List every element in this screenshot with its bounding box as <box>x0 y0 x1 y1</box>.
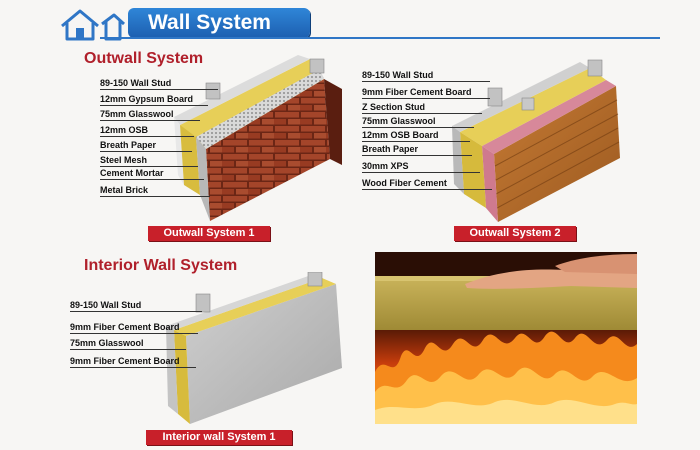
house-icon <box>61 9 126 41</box>
interior-label-wall-stud: 89-150 Wall Stud <box>70 300 202 312</box>
outwall2-label-fiber-cement-board: 9mm Fiber Cement Board <box>362 87 490 99</box>
outwall1-label-glasswool: 75mm Glasswool <box>100 109 200 121</box>
outwall1-label-steel-mesh: Steel Mesh <box>100 155 198 167</box>
interior-wall-illustration <box>166 272 342 424</box>
interior-label-fiber-cement-board-1: 9mm Fiber Cement Board <box>70 322 198 334</box>
outwall1-label-wall-stud: 89-150 Wall Stud <box>100 78 218 90</box>
outwall2-label-xps: 30mm XPS <box>362 161 480 173</box>
outwall1-label-osb: 12mm OSB <box>100 125 194 137</box>
outwall1-label-cement-mortar: Cement Mortar <box>100 168 204 180</box>
outwall2-label-wood-fiber-cement: Wood Fiber Cement <box>362 178 492 190</box>
outwall2-label-breath-paper: Breath Paper <box>362 144 472 156</box>
outwall2-label-wall-stud: 89-150 Wall Stud <box>362 70 490 82</box>
outwall-system-2-caption: Outwall System 2 <box>454 226 576 241</box>
page-title: Wall System <box>128 8 310 38</box>
outwall1-label-breath-paper: Breath Paper <box>100 140 192 152</box>
outwall-system-1-caption: Outwall System 1 <box>148 226 270 241</box>
outwall-system-2-illustration <box>452 59 620 222</box>
outwall2-label-osb-board: 12mm OSB Board <box>362 130 470 142</box>
outwall1-label-metal-brick: Metal Brick <box>100 185 210 197</box>
outwall-section-title: Outwall System <box>84 50 204 67</box>
interior-section-title: Interior Wall System <box>84 257 238 274</box>
outwall2-label-glasswool: 75mm Glasswool <box>362 116 474 128</box>
interior-label-fiber-cement-board-2: 9mm Fiber Cement Board <box>70 356 196 368</box>
fire-test-photo <box>375 252 637 424</box>
header-divider <box>100 37 660 39</box>
outwall-system-1-illustration <box>174 55 342 221</box>
outwall1-label-gypsum-board: 12mm Gypsum Board <box>100 94 208 106</box>
interior-wall-system-1-caption: Interior wall System 1 <box>146 430 292 445</box>
outwall2-label-z-section-stud: Z Section Stud <box>362 102 482 114</box>
interior-label-glasswool: 75mm Glasswool <box>70 338 186 350</box>
